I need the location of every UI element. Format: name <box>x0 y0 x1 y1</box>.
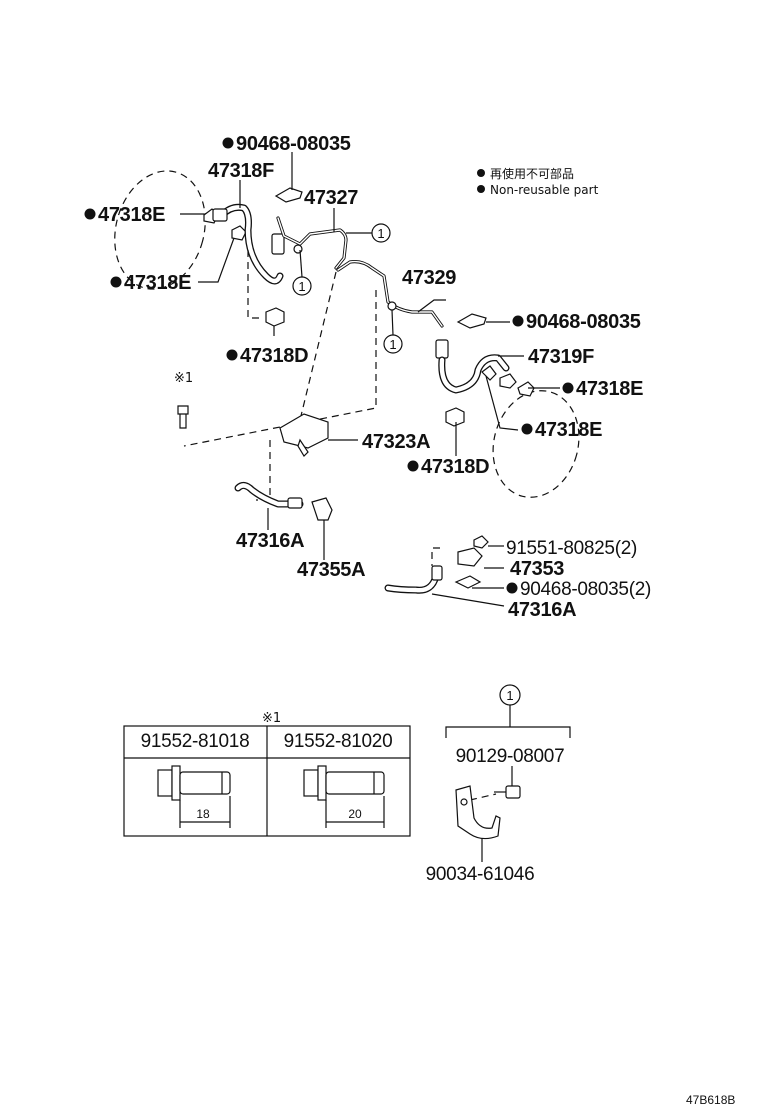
clamp-47355a-icon <box>311 497 333 521</box>
leader-lines <box>180 152 560 607</box>
bolt-length-table: ※1 91552-81018 91552-81020 18 20 <box>123 711 411 837</box>
bolt-table-note: ※1 <box>262 711 281 726</box>
label-47323a: 47323A <box>362 431 430 453</box>
label-47319f: 47319F <box>528 346 594 368</box>
label-47318e: 47318E <box>124 272 191 294</box>
clip-90468-icon <box>274 187 303 203</box>
lower-left-hose-assembly <box>234 481 333 521</box>
clamp-47353-icon <box>457 547 483 567</box>
bracket-assembly <box>177 405 329 501</box>
label-47318d: 47318D <box>421 456 489 478</box>
right-ellipse-outline <box>492 390 580 498</box>
label-47318e: 47318E <box>98 204 165 226</box>
non-reusable-dot-icon <box>84 208 96 220</box>
clamp-90034-icon <box>455 785 501 840</box>
svg-text:1: 1 <box>506 688 513 703</box>
clip-90468-icon <box>454 575 482 589</box>
svg-text:1: 1 <box>389 337 396 352</box>
clip-47318e-icon <box>481 365 497 381</box>
label-47353: 47353 <box>510 558 564 580</box>
left-ellipse-outline <box>114 170 206 290</box>
label-91551-80825: 91551-80825(2) <box>506 538 637 559</box>
legend-jp-text: 再使用不可部品 <box>490 166 574 181</box>
hose-fitting-icon <box>435 339 449 359</box>
bolt-table-col-1: 91552-81018 <box>141 731 250 752</box>
diagram-code: 47B618B <box>686 1093 735 1107</box>
non-reusable-dot-icon <box>226 349 238 361</box>
clamp-detail: 1 90129-08007 90034-61046 <box>426 684 571 885</box>
non-reusable-dot-icon <box>222 137 234 149</box>
bolt-length-20: 20 <box>348 807 362 821</box>
label-90468-08035-2: 90468-08035(2) <box>520 579 651 600</box>
left-hose-assembly: 1 1 <box>114 170 391 421</box>
label-47318e: 47318E <box>535 419 602 441</box>
label-90468-08035: 90468-08035 <box>526 311 641 333</box>
label-47318d: 47318D <box>240 345 308 367</box>
non-reusable-dot-icon <box>512 315 524 327</box>
clip-47318e-icon <box>517 381 535 397</box>
svg-text:1: 1 <box>298 279 305 294</box>
non-reusable-dot-icon <box>521 423 533 435</box>
hose-fitting-icon <box>212 208 228 222</box>
bolt-90129-icon <box>494 785 521 799</box>
bolt-20mm-icon <box>303 765 385 828</box>
label-47329: 47329 <box>402 267 456 289</box>
note-mark-1: ※1 <box>174 371 193 386</box>
right-hose-assembly <box>435 339 580 498</box>
union-47318d-icon <box>265 307 285 327</box>
label-90468-08035: 90468-08035 <box>236 133 351 155</box>
union-47318d-icon <box>445 407 465 427</box>
label-47316a: 47316A <box>236 530 304 552</box>
label-47355a: 47355A <box>297 559 365 581</box>
non-reusable-dot-icon <box>562 382 574 394</box>
svg-text:1: 1 <box>377 226 384 241</box>
non-reusable-dot-icon <box>477 185 485 193</box>
non-reusable-dot-icon <box>506 582 518 594</box>
bolt-length-18: 18 <box>196 807 210 821</box>
label-47327: 47327 <box>304 187 358 209</box>
clip-90468-icon <box>456 313 487 329</box>
bolt-18mm-icon <box>157 765 231 828</box>
bracket-47323a-icon <box>279 413 329 449</box>
bolt-icon <box>177 405 189 429</box>
bolt-91551-icon <box>473 535 489 549</box>
middle-tube-assembly: 1 <box>183 260 487 447</box>
part-labels: 90468-08035 47318F 47327 47318E 47318E 4… <box>84 133 651 621</box>
non-reusable-dot-icon <box>110 276 122 288</box>
label-47318f: 47318F <box>208 160 274 182</box>
non-reusable-dot-icon <box>407 460 419 472</box>
label-90034-61046: 90034-61046 <box>426 864 535 885</box>
bolt-table-col-2: 91552-81020 <box>284 731 393 752</box>
brake-tube-47327 <box>276 216 348 270</box>
legend: 再使用不可部品 Non-reusable part <box>477 166 599 197</box>
clip-47318e-icon <box>231 225 247 241</box>
label-90129-08007: 90129-08007 <box>456 746 565 767</box>
legend-en-text: Non-reusable part <box>490 183 599 197</box>
label-47316a: 47316A <box>508 599 576 621</box>
hose-fitting-icon <box>271 233 285 255</box>
lower-right-hose-assembly <box>384 535 489 594</box>
non-reusable-dot-icon <box>477 169 485 177</box>
label-47318e: 47318E <box>576 378 643 400</box>
